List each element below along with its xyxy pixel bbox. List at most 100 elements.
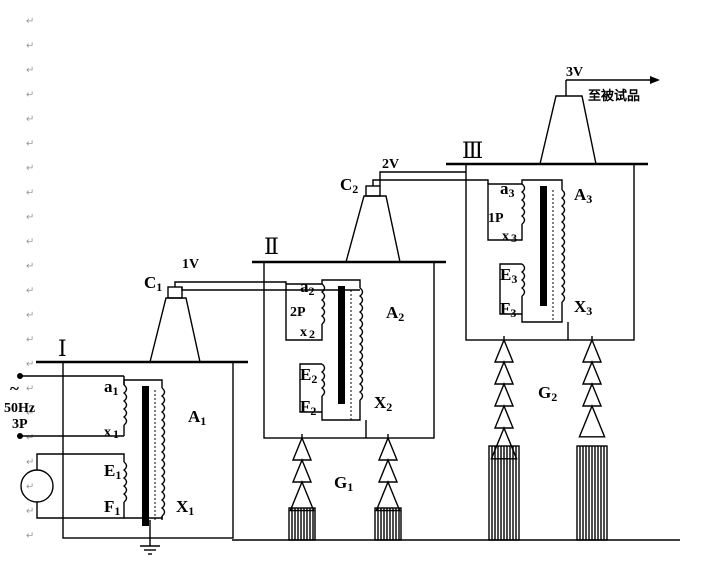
stage-1-label-f: F1 [104,497,120,518]
paragraph-mark: ↵ [26,506,34,517]
stage-1-label-hv-a: A1 [188,407,206,428]
stage-2-bushing-cap [365,185,381,197]
stage-2-numeral: Ⅱ [264,234,279,259]
stage-1-label-e: E1 [104,461,121,482]
stage-3-label-e: E3 [500,265,517,286]
insulator-disc [493,404,515,429]
paragraph-mark: ↵ [26,457,34,468]
stage-3-label-f: F3 [500,299,516,320]
insulator-columns [288,336,608,541]
insulator-base [374,507,402,541]
paragraph-mark: ↵ [26,237,34,248]
stage-2-coil-hv [358,287,364,401]
insulator-disc [578,404,606,438]
insulator-disc [581,382,603,407]
output-arrow-icon [650,76,660,84]
stage-2-label-p: 2P [290,305,306,320]
paragraph-mark: ↵ [26,114,34,125]
paragraph-mark: ↵ [26,482,34,493]
stage-3-label-a: a3 [500,179,515,200]
stage-2-tank [263,261,435,439]
insulator-label-g2: G2 [538,383,557,404]
stage-2-voltage-label: 2V [382,157,399,172]
output-label: 至被试品 [588,88,640,104]
stage-3-voltage-label: 3V [566,65,583,80]
stage-1-coil-a [122,384,128,426]
paragraph-mark: ↵ [26,531,34,542]
stage-2-core [338,286,345,404]
paragraph-mark: ↵ [26,335,34,346]
stage-3-coil-e [520,263,526,297]
paragraph-mark: ↵ [26,310,34,321]
stage-1-core [142,386,149,526]
insulator-disc [289,480,315,512]
stage-2-label-hv-x: X2 [374,393,392,414]
insulator-disc [581,338,603,363]
paragraph-mark: ↵ [26,163,34,174]
stage-3-label-hv-x: X3 [574,297,592,318]
paragraph-mark: ↵ [26,433,34,444]
stage-1-label-hv-x: X1 [176,497,194,518]
insulator-label-g1: G1 [334,473,353,494]
stage-2-label-f: F2 [300,397,316,418]
insulator-disc [375,480,401,512]
stage-2-coupling-label: C2 [340,175,358,196]
stage-3-label-p: 1P [488,211,504,226]
stage-2-label-a: a2 [300,277,315,298]
paragraph-mark: ↵ [26,286,34,297]
stage-1-coupling-label: C1 [144,273,162,294]
stage-3-bushing [539,95,597,165]
stage-3-core [540,186,547,306]
paragraph-mark: ↵ [26,188,34,199]
paragraph-mark: ↵ [26,139,34,150]
stage-3-coil-hv [560,189,566,303]
stage-2-label-hv-a: A2 [386,303,404,324]
paragraph-mark: ↵ [26,408,34,419]
insulator-disc [377,458,399,483]
paragraph-mark: ↵ [26,359,34,370]
stage-1-voltage-label: 1V [182,257,199,272]
source-frequency: 50Hz [4,401,35,416]
paragraph-mark: ↵ [26,261,34,272]
stage-1-bushing [149,297,201,363]
link-2-to-3 [372,179,489,186]
paragraph-mark: ↵ [26,90,34,101]
stage-3-numeral: Ⅲ [462,138,483,163]
stage-3-tank [465,163,635,341]
insulator-disc [377,436,399,461]
insulator-disc [493,360,515,385]
insulator-disc [581,360,603,385]
stage-1-bushing-cap [167,286,183,299]
stage-1-numeral: Ⅰ [58,336,67,361]
stage-1-coil-hv [160,387,166,517]
stage-2-coil-e [320,363,326,397]
paragraph-mark: ↵ [26,65,34,76]
paragraph-mark: ↵ [26,41,34,52]
insulator-base [288,507,316,541]
paragraph-mark: ↵ [26,16,34,27]
stage-2-label-e: E2 [300,365,317,386]
insulator-disc [291,458,313,483]
insulator-disc [291,436,313,461]
stage-2-bushing [345,195,401,263]
stage-1-tank [62,361,234,539]
paragraph-mark: ↵ [26,212,34,223]
stage-3-coil-a [520,183,526,225]
source-tilde: ~ [10,379,19,398]
insulator-disc [493,338,515,363]
power-source: ~ 50Hz 3P [4,373,125,519]
stage-1-coil-e [122,461,128,503]
stage-3-label-hv-a: A3 [574,185,592,206]
source-phase: 3P [12,417,28,432]
link-1-to-2 [174,281,287,287]
insulator-disc [493,382,515,407]
paragraph-mark: ↵ [26,384,34,395]
